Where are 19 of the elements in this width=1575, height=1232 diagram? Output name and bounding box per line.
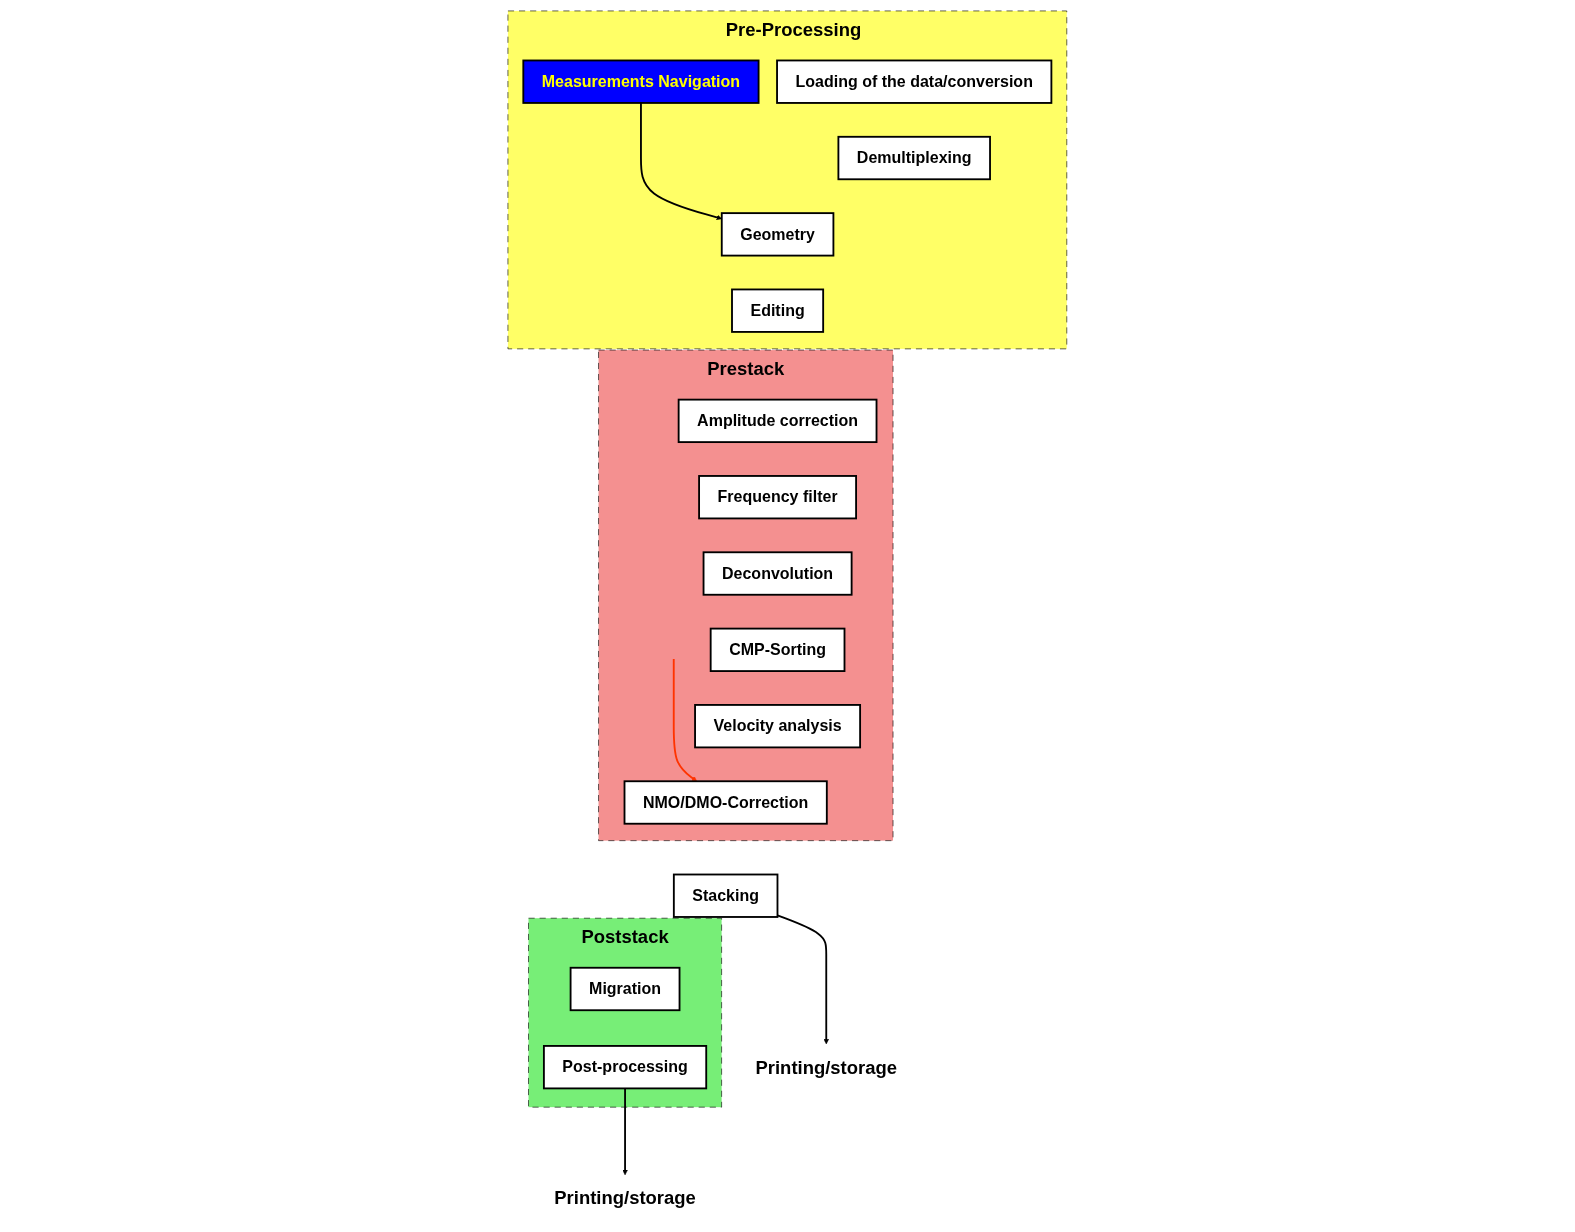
node-box: Demultiplexing: [837, 135, 992, 181]
node-box: Deconvolution: [702, 551, 853, 596]
node-box: Geometry: [720, 212, 835, 257]
node-box: Editing: [731, 288, 825, 333]
node-box: Amplitude correction: [677, 398, 878, 444]
node-box: Stacking: [673, 873, 779, 918]
node-box: Velocity analysis: [694, 704, 862, 749]
arrow: [672, 658, 698, 782]
arrow: [622, 1087, 628, 1176]
node-text: Printing/storage: [554, 1187, 696, 1209]
node-box: Frequency filter: [698, 475, 858, 520]
arrow: [776, 914, 830, 1045]
node-box: NMO/DMO-Correction: [623, 780, 828, 825]
node-box: Measurements Navigation: [522, 59, 760, 104]
node-text: Printing/storage: [755, 1057, 898, 1078]
node-box: Post-processing: [543, 1045, 708, 1090]
node-box: Loading of the data/conversion: [776, 59, 1053, 104]
node-box: Migration: [569, 966, 681, 1012]
node-box: CMP-Sorting: [709, 627, 846, 672]
